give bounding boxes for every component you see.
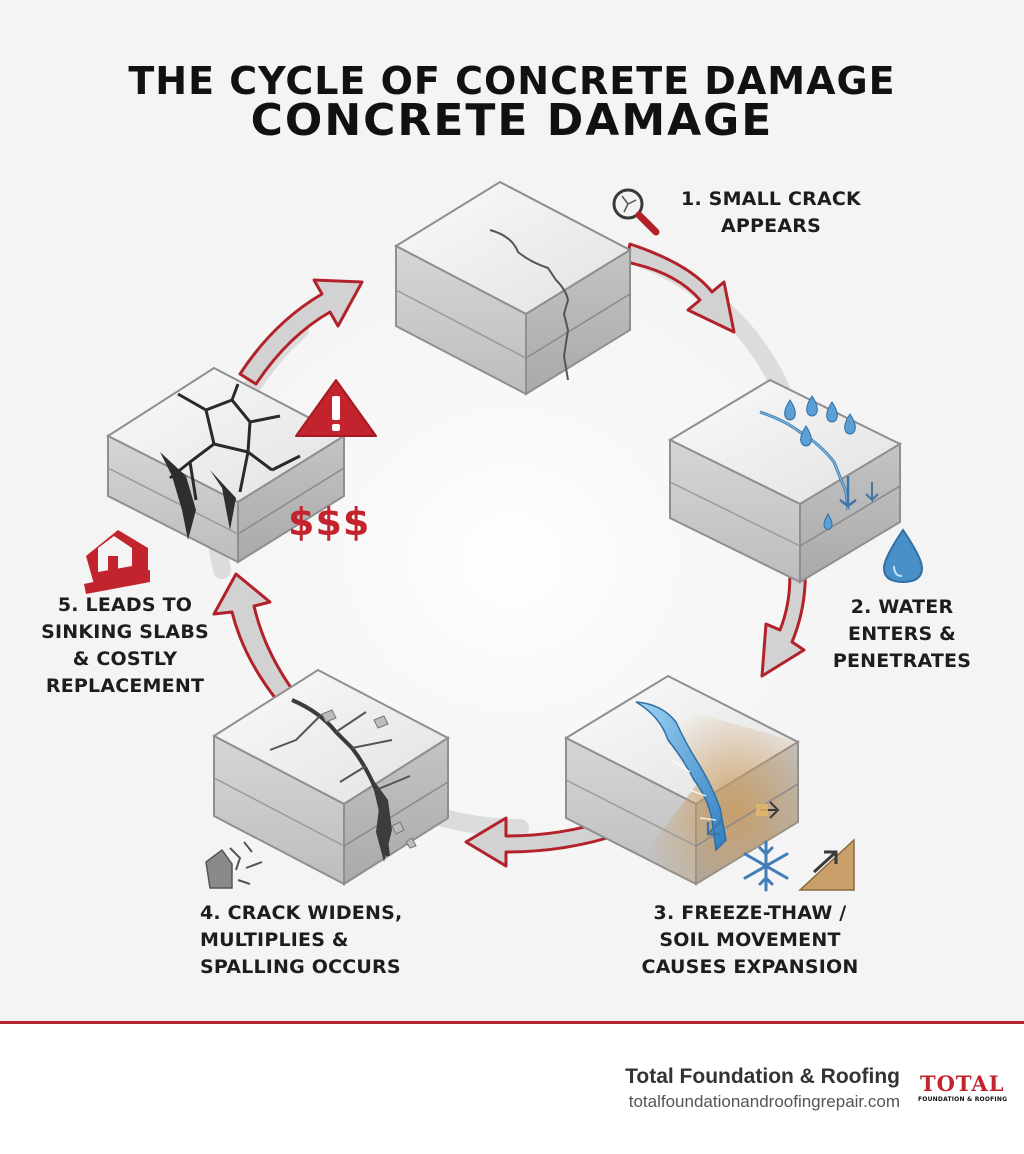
footer-divider bbox=[0, 1021, 1024, 1024]
company-name: Total Foundation & Roofing bbox=[625, 1065, 900, 1088]
step-5-label: 5. LEADS TO SINKING SLABS & COSTLY REPLA… bbox=[41, 594, 209, 697]
broken-concrete-icon bbox=[205, 841, 263, 889]
soil-movement-icon bbox=[798, 838, 855, 891]
cycle-arrow-3-to-4 bbox=[464, 816, 622, 868]
page-title: THE CYCLE OF CONCRETE DAMAGE bbox=[128, 59, 896, 103]
logo-tagline: FOUNDATION & ROOFING bbox=[918, 1096, 1008, 1103]
slab-small-crack bbox=[393, 180, 633, 396]
step-3-label: 3. FREEZE-THAW / SOIL MOVEMENT CAUSES EX… bbox=[641, 902, 859, 978]
snowflake-icon bbox=[743, 840, 789, 892]
slab-crack-widens bbox=[212, 668, 450, 886]
water-drop-icon bbox=[882, 528, 924, 584]
sinking-house-icon bbox=[84, 530, 150, 594]
step-2-label: 2. WATER ENTERS & PENETRATES bbox=[832, 596, 972, 672]
cycle-arrow-4-to-5 bbox=[212, 572, 296, 706]
magnifying-glass-icon bbox=[612, 188, 660, 236]
slab-water-enters bbox=[667, 378, 903, 584]
step-1-label: 1. SMALL CRACK APPEARS bbox=[681, 188, 861, 237]
warning-triangle-icon bbox=[295, 379, 377, 437]
slab-freeze-thaw bbox=[563, 674, 801, 886]
logo-wordmark: TOTAL bbox=[920, 1071, 1005, 1096]
cycle-arrow-5-to-1 bbox=[238, 278, 364, 386]
cycle-arrow-1-to-2 bbox=[624, 242, 736, 334]
slab-sinking-broken bbox=[105, 366, 347, 564]
page-subtitle: CONCRETE DAMAGE bbox=[250, 95, 774, 146]
company-url[interactable]: totalfoundationandroofingrepair.com bbox=[628, 1092, 900, 1111]
step-4-label: 4. CRACK WIDENS, MULTIPLIES & SPALLING O… bbox=[200, 902, 403, 978]
footer bbox=[0, 1024, 1024, 1154]
cost-badge: $$$ bbox=[288, 500, 371, 544]
